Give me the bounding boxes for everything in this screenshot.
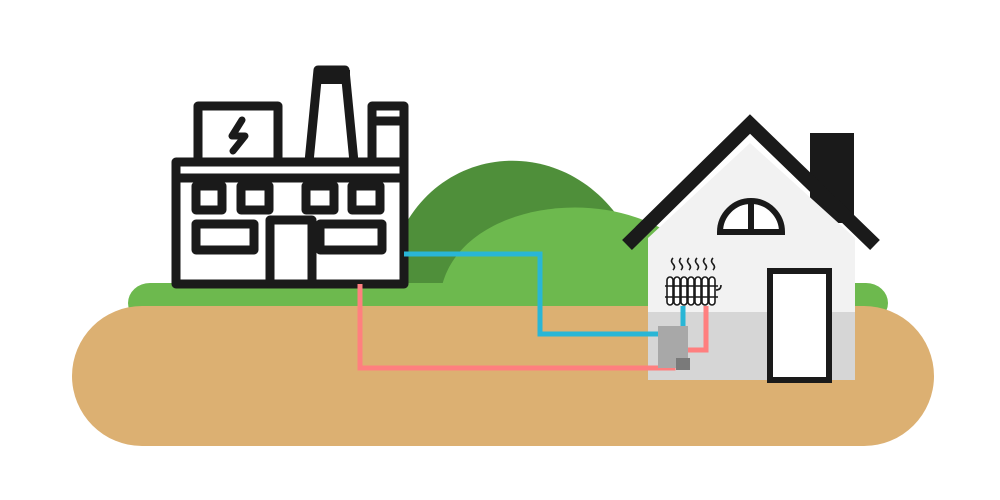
house-roof [622, 114, 880, 251]
factory-window-wide [191, 219, 259, 255]
factory-window-wide [315, 219, 387, 255]
power-plant [171, 65, 409, 289]
heat-waves [670, 257, 716, 271]
factory-window [301, 181, 339, 215]
factory-door [265, 215, 317, 289]
factory-chimney-tall-cap [314, 70, 350, 84]
radiator-with-heat-waves-icon [665, 257, 722, 306]
heat-exchanger [658, 326, 690, 370]
factory-window [347, 181, 385, 215]
house-attic-window [716, 198, 786, 235]
factory-chimney-small [367, 101, 409, 167]
lightning-bolt-icon [228, 116, 249, 155]
house-door [767, 268, 832, 383]
factory-window [191, 181, 227, 215]
factory-window [236, 181, 274, 215]
